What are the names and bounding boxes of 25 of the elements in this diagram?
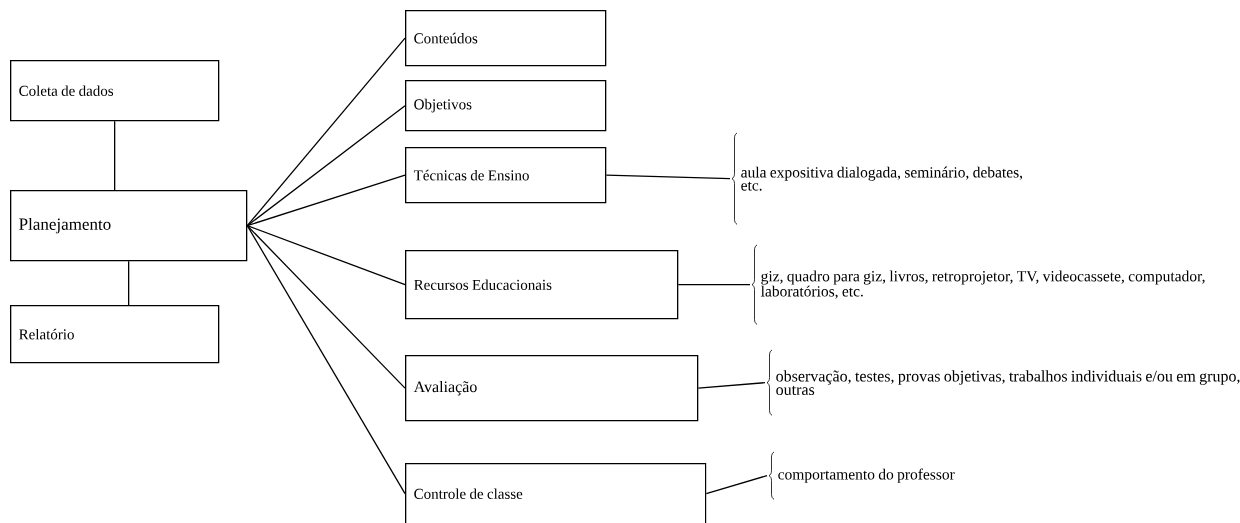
text-box: Técnicas de Ensino <box>405 147 607 204</box>
connector-line <box>246 37 406 227</box>
text-box: Planejamento <box>10 190 248 262</box>
bracketed-list: giz, quadro para giz, livros, retroprojetor, TV, videocassete, computador, laboratórios, etc. <box>751 244 1205 325</box>
connector-line <box>128 260 130 306</box>
text-box: Avaliação <box>405 355 699 422</box>
bracketed-list: aula expositiva dialogada, seminário, debates, etc. <box>731 132 1023 225</box>
connector-line <box>246 174 406 227</box>
connector-line <box>114 120 116 191</box>
connector-line <box>246 225 406 495</box>
connector-line <box>705 475 768 495</box>
text-box: Coleta de dados <box>10 60 220 122</box>
text-box: Conteúdos <box>405 10 607 67</box>
connector-line <box>246 105 406 227</box>
text-box: Recursos Educacionais <box>405 250 679 320</box>
bracketed-list: comportamento do professor <box>768 451 955 500</box>
connector-line <box>246 225 406 389</box>
text-box: Relatório <box>10 305 220 364</box>
text-box: Objetivos <box>405 80 607 132</box>
connector-line <box>677 284 751 286</box>
connector-line <box>246 225 406 286</box>
connector-line <box>697 382 766 389</box>
bracketed-list: observação, testes, provas objetivas, trabalhos individuais e/ou em grupo, outras <box>766 349 1240 416</box>
connector-line <box>605 174 731 180</box>
text-box: Controle de classe <box>405 463 707 523</box>
